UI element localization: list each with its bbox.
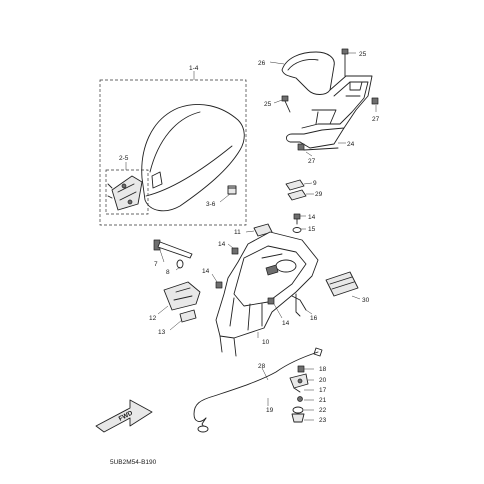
label-15: 15: [308, 226, 316, 233]
screw-mid-left[interactable]: [211, 273, 223, 289]
label-14-left-top: 14: [218, 241, 226, 248]
label-18: 18: [319, 366, 327, 373]
grommet-22[interactable]: [292, 406, 314, 414]
label-16: 16: [310, 315, 318, 322]
label-27-right: 27: [372, 116, 380, 123]
label-9: 9: [313, 180, 317, 187]
label-plate-29[interactable]: [287, 189, 314, 201]
luggage-box[interactable]: [215, 231, 319, 357]
lock-screw-18[interactable]: [297, 365, 314, 373]
label-29: 29: [315, 191, 323, 198]
label-11: 11: [234, 229, 241, 236]
bolt-7[interactable]: [153, 239, 193, 263]
fwd-arrow: FWD: [95, 399, 153, 433]
seat-damper[interactable]: [219, 185, 237, 203]
sheet-30[interactable]: [325, 271, 361, 300]
label-1-4: 1-4: [189, 65, 199, 72]
seat[interactable]: [141, 103, 245, 212]
lock-spring-17[interactable]: [293, 387, 314, 393]
label-3-6: 3-6: [206, 201, 216, 208]
washer-8[interactable]: [175, 259, 184, 271]
bolt-side[interactable]: [273, 95, 291, 113]
label-27-left: 27: [308, 158, 316, 165]
label-19: 19: [266, 407, 274, 414]
label-30: 30: [362, 297, 370, 304]
seat-lock-cable[interactable]: [193, 347, 323, 433]
label-22: 22: [319, 407, 327, 414]
label-14-upper: 14: [308, 214, 316, 221]
cushion-13[interactable]: [169, 309, 197, 331]
collar-upper[interactable]: [292, 227, 306, 233]
label-20: 20: [319, 377, 327, 384]
bolt-left[interactable]: [297, 143, 313, 157]
screw-left-top[interactable]: [227, 243, 239, 255]
label-2-5: 2-5: [119, 155, 129, 162]
diagram-code: 5UB2M54-B190: [110, 459, 157, 466]
seat-lock-bracket[interactable]: [105, 162, 149, 215]
label-14-inner: 14: [282, 320, 290, 327]
label-10: 10: [262, 339, 270, 346]
label-plate-9[interactable]: [285, 179, 313, 191]
backrest-pad[interactable]: [269, 51, 335, 95]
holder-23[interactable]: [291, 413, 314, 423]
label-13: 13: [158, 329, 166, 336]
label-8: 8: [166, 269, 170, 276]
label-12: 12: [149, 315, 157, 322]
rear-carrier[interactable]: [285, 75, 373, 151]
label-26: 26: [258, 60, 266, 67]
label-7: 7: [154, 261, 158, 268]
label-14-mid-left: 14: [202, 268, 210, 275]
label-25-side: 25: [264, 101, 272, 108]
bolt-right[interactable]: [371, 97, 379, 112]
screw-inner[interactable]: [267, 297, 283, 319]
label-24: 24: [347, 141, 355, 148]
lock-nut-21[interactable]: [297, 396, 315, 402]
screw-upper[interactable]: [293, 213, 306, 225]
label-17: 17: [319, 387, 327, 394]
label-28: 28: [258, 363, 266, 370]
bolt-top[interactable]: [341, 48, 356, 77]
lock-lever-20[interactable]: [289, 373, 314, 389]
label-21: 21: [319, 397, 327, 404]
label-23: 23: [319, 417, 327, 424]
part-16[interactable]: [291, 295, 313, 315]
label-25-top: 25: [359, 51, 367, 58]
bracket-12[interactable]: [157, 281, 201, 315]
seat-assembly-group: [99, 71, 247, 226]
